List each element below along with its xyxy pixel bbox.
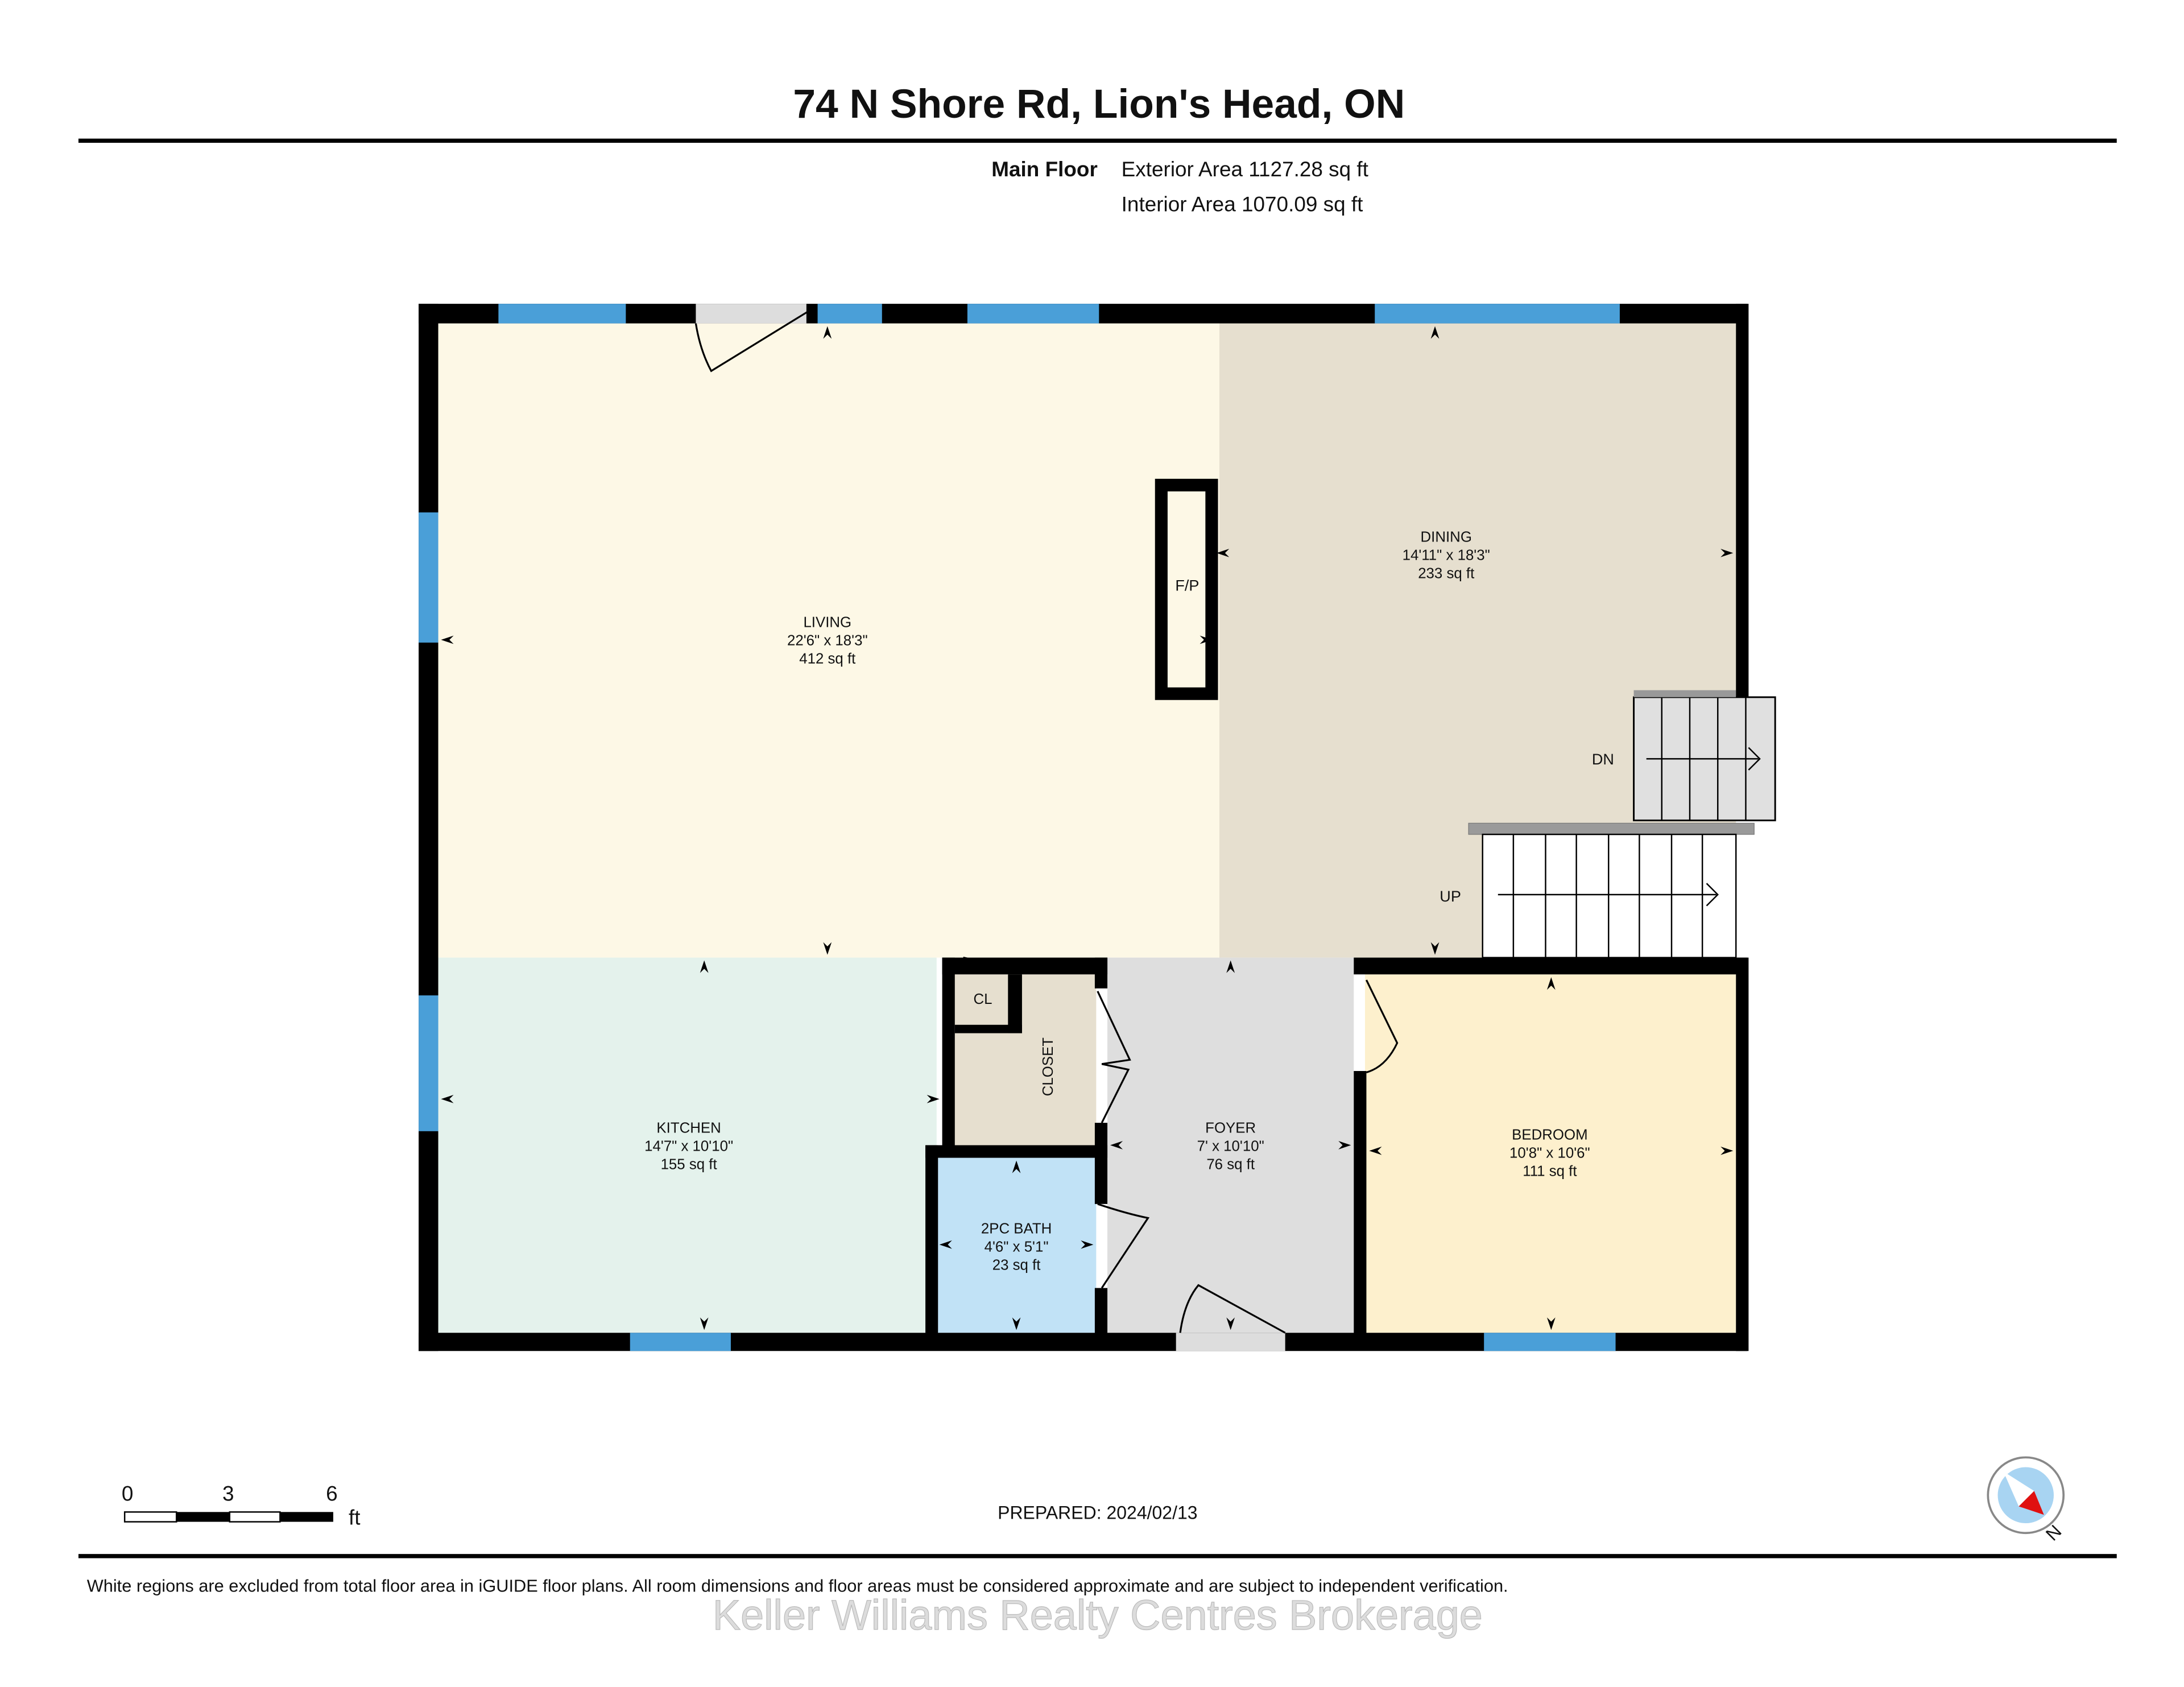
room-bath: [936, 1156, 1097, 1333]
exterior-area: Exterior Area 1127.28 sq ft: [1122, 158, 1368, 181]
stair-landing-rail: [1468, 822, 1755, 835]
svg-text:BEDROOM: BEDROOM: [1512, 1127, 1587, 1143]
label-bath: 2PC BATH 4'6" x 5'1" 23 sq ft: [981, 1221, 1052, 1273]
room-bedroom: [1364, 974, 1736, 1333]
svg-text:4'6" x 5'1": 4'6" x 5'1": [985, 1239, 1049, 1255]
svg-text:111 sq ft: 111 sq ft: [1523, 1164, 1577, 1180]
svg-text:FOYER: FOYER: [1205, 1120, 1256, 1136]
interior-area: Interior Area 1070.09 sq ft: [1122, 193, 1363, 216]
label-bedroom: BEDROOM 10'8" x 10'6" 111 sq ft: [1509, 1127, 1590, 1180]
svg-text:KITCHEN: KITCHEN: [656, 1120, 721, 1136]
label-closet: CLOSET: [1040, 1037, 1056, 1097]
disclaimer: White regions are excluded from total fl…: [87, 1576, 1508, 1596]
room-closet: [953, 974, 1097, 1146]
label-stairs-down: DN: [1592, 750, 1614, 768]
fireplace-label: F/P: [1175, 577, 1199, 594]
svg-text:0: 0: [122, 1482, 134, 1506]
svg-text:412 sq ft: 412 sq ft: [799, 651, 855, 667]
svg-text:14'11" x 18'3": 14'11" x 18'3": [1403, 548, 1490, 564]
label-cl: CL: [973, 991, 992, 1007]
stairs-up: [1482, 833, 1737, 958]
svg-text:2PC BATH: 2PC BATH: [981, 1221, 1052, 1237]
svg-text:3: 3: [222, 1482, 234, 1506]
title-divider: [78, 138, 2117, 143]
svg-text:ft: ft: [349, 1506, 361, 1529]
label-living: LIVING 22'6" x 18'3" 412 sq ft: [787, 615, 868, 667]
compass-icon: N: [1987, 1456, 2065, 1545]
label-dining: DINING 14'11" x 18'3" 233 sq ft: [1403, 530, 1490, 582]
label-kitchen: KITCHEN 14'7" x 10'10" 155 sq ft: [644, 1120, 733, 1172]
label-stairs-up: UP: [1440, 887, 1461, 905]
scale-bar: 0 3 6 ft: [122, 1482, 361, 1529]
svg-text:14'7" x 10'10": 14'7" x 10'10": [644, 1138, 733, 1154]
windows: [419, 304, 1620, 1351]
svg-text:22'6" x 18'3": 22'6" x 18'3": [787, 633, 868, 649]
fireplace-inner: [1167, 491, 1206, 688]
footer-divider: [78, 1554, 2117, 1558]
prepared-date: PREPARED: 2024/02/13: [998, 1503, 1197, 1523]
floor-label: Main Floor: [991, 158, 1098, 181]
svg-text:10'8" x 10'6": 10'8" x 10'6": [1509, 1146, 1590, 1161]
watermark: Keller Williams Realty Centres Brokerage: [713, 1591, 1483, 1639]
page-title: 74 N Shore Rd, Lion's Head, ON: [793, 81, 1405, 127]
svg-text:76 sq ft: 76 sq ft: [1206, 1156, 1255, 1172]
stairs-down: [1633, 690, 1776, 821]
svg-text:6: 6: [326, 1482, 338, 1506]
doors: [694, 304, 1399, 1351]
svg-text:233 sq ft: 233 sq ft: [1418, 566, 1474, 582]
svg-text:7' x 10'10": 7' x 10'10": [1197, 1138, 1264, 1154]
dimension-arrows: [441, 326, 1734, 1330]
room-kitchen: [437, 957, 937, 1333]
label-foyer: FOYER 7' x 10'10" 76 sq ft: [1197, 1120, 1264, 1172]
svg-text:23 sq ft: 23 sq ft: [992, 1257, 1041, 1273]
svg-text:DINING: DINING: [1421, 530, 1472, 545]
svg-text:LIVING: LIVING: [803, 615, 851, 631]
room-foyer: [1107, 957, 1354, 1333]
room-living: [437, 323, 1219, 958]
svg-text:155 sq ft: 155 sq ft: [661, 1156, 717, 1172]
